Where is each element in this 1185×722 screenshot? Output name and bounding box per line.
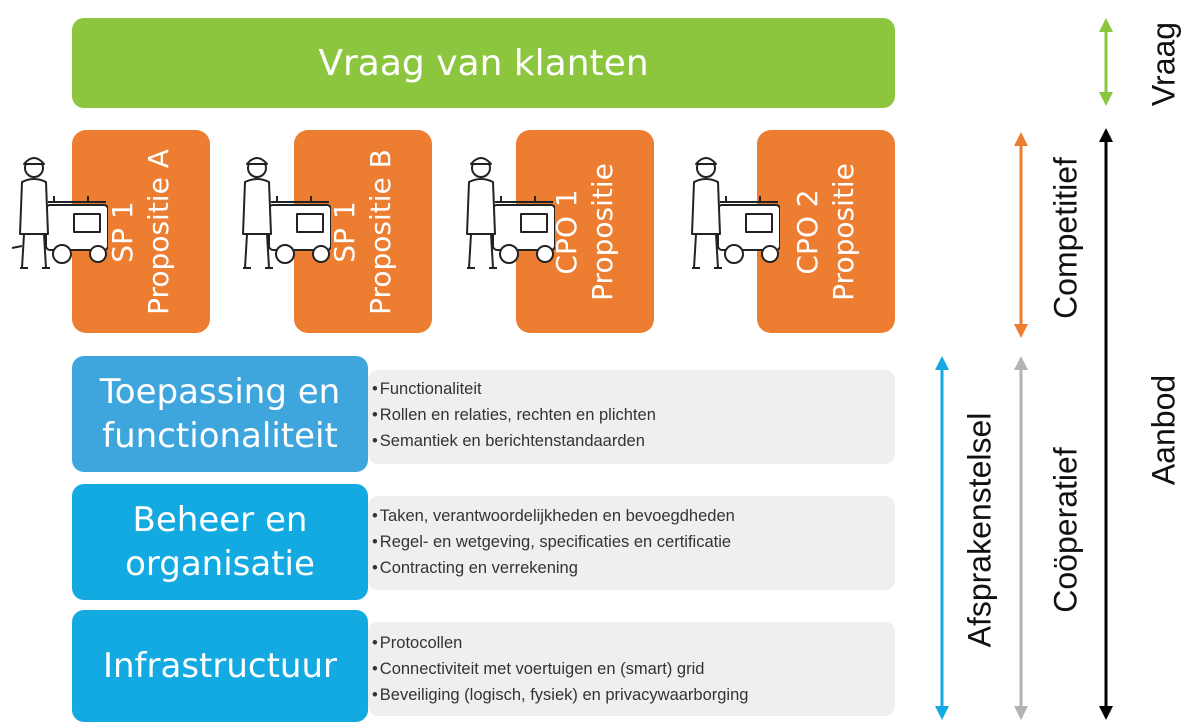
bullet-item: Semantiek en berichtenstandaarden: [372, 428, 656, 454]
layer-2-title-line2: organisatie: [125, 544, 315, 584]
layer-1-title-line2: functionaliteit: [102, 416, 338, 456]
arrowhead-icon: [935, 356, 949, 370]
layer-infrastructuur: Infrastructuur: [72, 610, 368, 722]
bullet-item: Functionaliteit: [372, 376, 656, 402]
layer-1-bullets: Functionaliteit Rollen en relaties, rech…: [372, 376, 656, 454]
arrowhead-icon: [1014, 132, 1028, 146]
worker-van-icon: [242, 157, 331, 269]
proposition-4-line2: Propositie: [827, 162, 860, 301]
layer-2-bullets: Taken, verantwoordelijkheden en bevoegdh…: [372, 503, 735, 581]
label-afsprakenstelsel: Afsprakenstelsel: [961, 412, 998, 648]
proposition-2-line2: Propositie B: [364, 148, 397, 315]
label-aanbod: Aanbod: [1145, 374, 1182, 486]
arrowhead-icon: [1014, 706, 1028, 720]
layer-3-title-line1: Infrastructuur: [102, 646, 338, 686]
worker-van-icon: [466, 157, 555, 269]
label-vraag: Vraag: [1145, 21, 1182, 107]
label-cooperatief: Coöperatief: [1047, 447, 1084, 613]
bullet-item: Beveiliging (logisch, fysiek) en privacy…: [372, 682, 749, 708]
proposition-4-line1: CPO 2: [791, 188, 824, 275]
layer-1-title-line1: Toepassing en: [99, 372, 341, 412]
proposition-1-line1: SP 1: [106, 200, 139, 263]
arrowhead-icon: [1099, 92, 1113, 106]
arrowhead-icon: [1099, 18, 1113, 32]
arrowhead-icon: [1099, 706, 1113, 720]
proposition-1-line2: Propositie A: [142, 148, 175, 315]
bullet-item: Rollen en relaties, rechten en plichten: [372, 402, 656, 428]
arrows: [935, 18, 1113, 720]
bullet-item: Regel- en wetgeving, specificaties en ce…: [372, 529, 735, 555]
arrowhead-icon: [1014, 324, 1028, 338]
bullet-item: Protocollen: [372, 630, 748, 656]
layer-3-bullets: Protocollen Connectiviteit met voertuige…: [372, 630, 749, 708]
demand-bar: Vraag van klanten: [72, 18, 895, 108]
label-competitief: Competitief: [1047, 157, 1084, 319]
bullet-item: Taken, verantwoordelijkheden en bevoegdh…: [372, 503, 735, 529]
worker-van-icon: [691, 157, 780, 269]
bullet-item: Connectiviteit met voertuigen en (smart)…: [372, 656, 748, 682]
bullet-item: Contracting en verrekening: [372, 555, 735, 581]
layer-2-title-line1: Beheer en: [132, 500, 308, 540]
arrowhead-icon: [1014, 356, 1028, 370]
demand-label: Vraag van klanten: [318, 42, 649, 84]
proposition-3-line2: Propositie: [586, 162, 619, 301]
proposition-2-line1: SP 1: [328, 200, 361, 263]
arrowhead-icon: [1099, 128, 1113, 142]
arrowhead-icon: [935, 706, 949, 720]
worker-van-icon: [11, 157, 108, 269]
